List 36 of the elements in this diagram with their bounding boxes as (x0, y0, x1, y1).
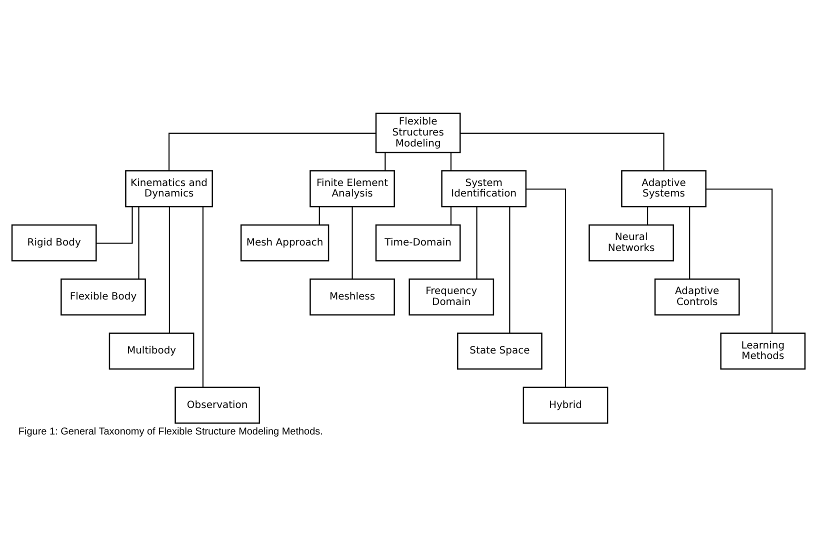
connector (352, 206, 353, 279)
node-box: Mesh Approach (240, 224, 330, 262)
node-box: State Space (457, 332, 542, 370)
connector (96, 206, 133, 244)
node-box: Time-Domain (375, 224, 461, 262)
connector (168, 206, 170, 334)
connector (689, 206, 690, 279)
node-box: Flexible Body (60, 278, 146, 316)
connector (706, 188, 773, 334)
node-box: Hybrid (522, 386, 608, 424)
node-box: Adaptive Controls (654, 278, 740, 316)
connector (318, 206, 320, 225)
node-box: Kinematics and Dynamics (125, 170, 213, 208)
node-box: Rigid Body (11, 224, 97, 262)
node-box: Finite Element Analysis (310, 170, 395, 208)
connector (647, 206, 648, 225)
node-box: Neural Networks (588, 224, 674, 262)
connector (509, 206, 510, 334)
connector (450, 152, 452, 171)
node-box: Adaptive Systems (621, 170, 706, 208)
connector (450, 206, 452, 225)
node-box: System Identification (441, 170, 527, 208)
node-box: Learning Methods (720, 332, 806, 370)
connector (526, 188, 566, 388)
node-box: Multibody (108, 332, 194, 370)
node-box: Observation (174, 386, 260, 424)
connector (202, 206, 204, 388)
node-box: Meshless (310, 278, 395, 316)
connector (384, 152, 386, 171)
connector (168, 132, 376, 171)
connector (460, 132, 664, 171)
caption: Figure 1: General Taxonomy of Flexible Structure Modeling Methods. (18, 426, 323, 438)
node-box: Flexible Structures Modeling (375, 112, 461, 154)
connector (138, 206, 140, 279)
node-box: Frequency Domain (408, 278, 494, 316)
connector (476, 206, 478, 279)
